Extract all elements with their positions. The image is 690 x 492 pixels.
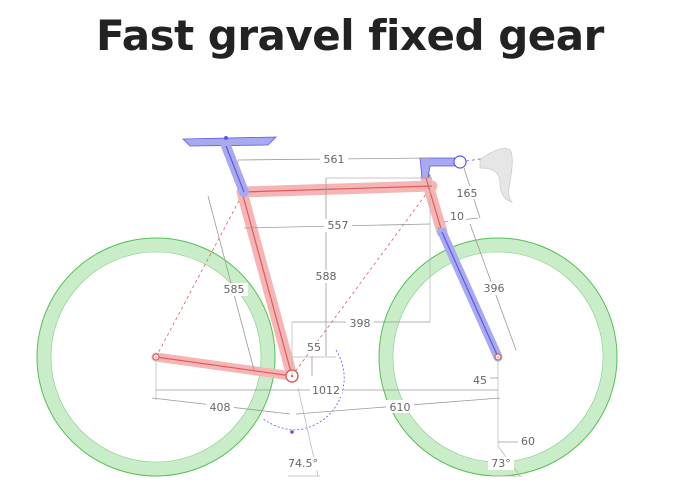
page-title: Fast gravel fixed gear xyxy=(96,11,604,60)
dim-head-tube-gap: 10 xyxy=(450,210,464,223)
rear-wheel xyxy=(36,237,276,477)
contact-points xyxy=(182,136,503,434)
dim-head-angle: 73° xyxy=(491,457,511,470)
dim-front-center: 610 xyxy=(390,401,411,414)
handlebar-drops xyxy=(479,148,514,203)
dim-fork-offset: 45 xyxy=(473,374,487,387)
dim-bb-drop: 55 xyxy=(307,341,321,354)
dim-stack: 588 xyxy=(316,270,337,283)
construction-lines xyxy=(155,137,501,431)
dim-top-tube-effective: 561 xyxy=(324,153,345,166)
frame xyxy=(151,172,448,383)
dimension-labels: 561 165 557 10 585 588 396 398 55 1012 4… xyxy=(206,152,538,470)
dim-chainstay: 408 xyxy=(210,401,231,414)
dim-seat-tube: 585 xyxy=(224,283,245,296)
dim-reach: 398 xyxy=(350,317,371,330)
dim-stem-rise: 165 xyxy=(457,187,478,200)
dimension-lines xyxy=(151,157,522,477)
dim-top-tube: 557 xyxy=(328,219,349,232)
dim-wheelbase: 1012 xyxy=(312,384,340,397)
dim-fork-length: 396 xyxy=(484,282,505,295)
dim-seat-angle: 74.5° xyxy=(288,457,318,470)
dim-trail: 60 xyxy=(521,435,535,448)
